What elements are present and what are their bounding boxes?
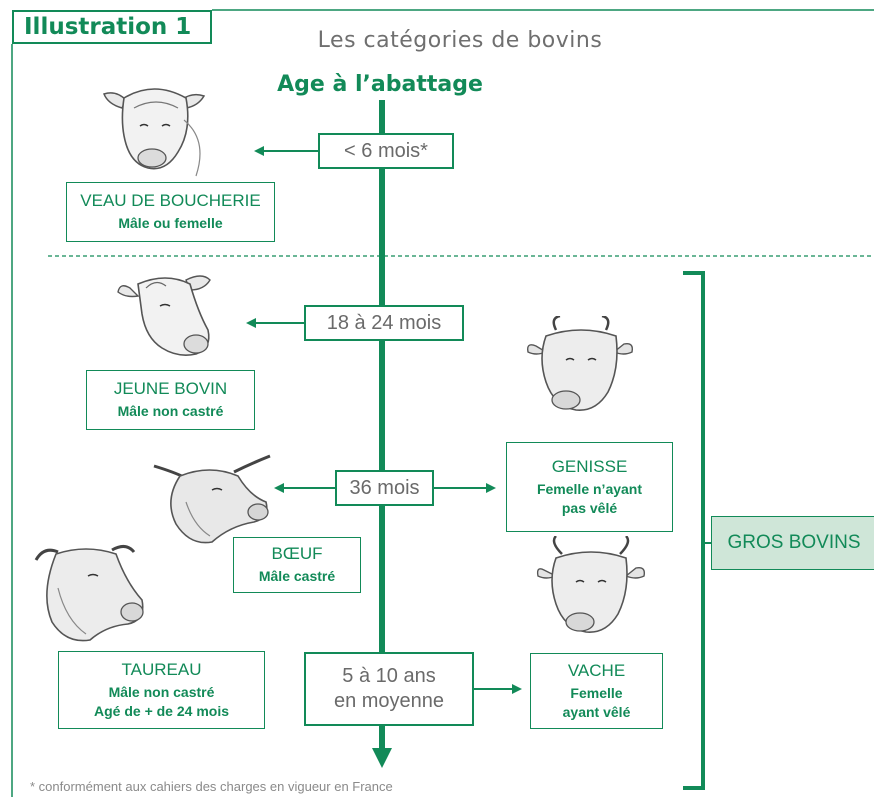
age-axis-arrowhead — [372, 748, 392, 768]
age-box-18-24-mois: 18 à 24 mois — [304, 305, 464, 341]
category-taureau: TAUREAU Mâle non castré Agé de + de 24 m… — [58, 651, 265, 729]
age-label: 18 à 24 mois — [326, 311, 442, 334]
diagram-subtitle: Les catégories de bovins — [317, 28, 603, 53]
age-box-36-mois: 36 mois — [335, 470, 434, 506]
category-veau-de-boucherie: VEAU DE BOUCHERIE Mâle ou femelle — [66, 182, 275, 242]
category-boeuf: BŒUF Mâle castré — [233, 537, 361, 593]
age-box-6-mois: < 6 mois* — [318, 133, 454, 169]
age-label: 5 à 10 ans — [342, 665, 436, 687]
category-vache: VACHE Femelle ayant vêlé — [530, 653, 663, 729]
gros-bovins-bracket — [683, 271, 705, 790]
age-label: 36 mois — [349, 476, 420, 499]
illustration-tag: Illustration 1 — [12, 10, 212, 44]
category-name: JEUNE BOVIN — [113, 379, 228, 399]
category-desc: Mâle non castré — [117, 403, 224, 420]
footnote: * conformément aux cahiers des charges e… — [30, 779, 393, 794]
category-desc: Mâle non castré Agé de + de 24 mois — [94, 683, 229, 719]
age-label: < 6 mois* — [344, 139, 428, 162]
category-name: VACHE — [567, 660, 626, 680]
category-name: VEAU DE BOUCHERIE — [80, 191, 261, 211]
category-desc: Mâle ou femelle — [118, 215, 223, 232]
cow-head-icon — [103, 88, 206, 177]
gros-bovins-box: GROS BOVINS — [711, 516, 874, 570]
category-desc: Mâle castré — [258, 568, 336, 585]
category-desc: Femelle n’ayant pas vêlé — [536, 480, 643, 516]
cow-head-icon — [153, 454, 271, 544]
age-box-5-10-ans: 5 à 10 ans en moyenne — [304, 652, 474, 726]
axis-title: Age à l’abattage — [277, 72, 483, 97]
age-label: en moyenne — [333, 690, 445, 712]
category-desc: Femelle ayant vêlé — [562, 684, 631, 720]
cow-head-icon — [536, 536, 646, 633]
category-name: BŒUF — [271, 544, 323, 564]
category-genisse: GENISSE Femelle n’ayant pas vêlé — [506, 442, 673, 532]
category-jeune-bovin: JEUNE BOVIN Mâle non castré — [86, 370, 255, 430]
category-name: GENISSE — [551, 456, 628, 476]
cow-head-icon — [34, 545, 144, 642]
cow-head-icon — [117, 275, 211, 356]
category-name: TAUREAU — [121, 659, 202, 679]
cow-head-icon — [526, 316, 634, 411]
